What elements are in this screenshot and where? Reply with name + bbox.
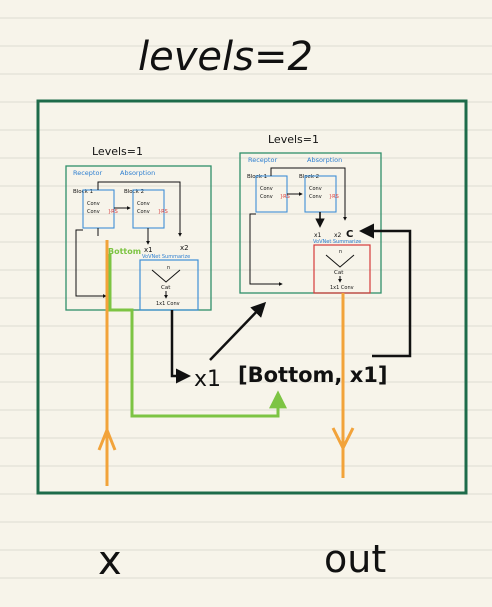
diagram-title: levels=2: [138, 34, 313, 80]
right-x1-label: x1: [314, 232, 322, 239]
left-vsum-sub: n: [167, 265, 170, 271]
left-block2-marker: }RS: [158, 209, 168, 215]
output-arrow-head: [331, 427, 355, 452]
right-module: Levels=1 Receptor Absorption Block 1 Con…: [239, 133, 382, 294]
left-skip-top: [97, 181, 182, 237]
right-block1-marker: }RS: [280, 194, 290, 200]
outer-frame: [36, 99, 468, 495]
right-block2-marker: }RS: [329, 194, 339, 200]
concat-to-c: [359, 223, 412, 358]
right-x2-label: x2: [334, 232, 342, 239]
right-vsum-label: VoVNet Summarize: [313, 239, 361, 245]
left-conv-label: 1x1 Conv: [156, 301, 180, 307]
right-module-box: [239, 152, 382, 294]
right-block1-title: Block 1: [247, 174, 267, 180]
left-absorption-label: Absorption: [120, 169, 155, 177]
left-bottom-label: Bottom: [108, 247, 141, 256]
mid-x1-label: x1: [194, 367, 221, 392]
input-label: x: [98, 538, 122, 584]
concat-label: [Bottom, x1]: [238, 363, 387, 387]
x1-to-right-module: [209, 301, 267, 361]
left-vsum-funnel: [151, 269, 181, 283]
left-block1-line1: Conv: [87, 201, 100, 207]
right-vsum-funnel: [325, 254, 355, 268]
right-block2-line1: Conv: [309, 186, 322, 192]
left-x1-label: x1: [144, 246, 153, 254]
input-arrow-head: [97, 425, 117, 451]
output-label: out: [324, 537, 386, 581]
right-cat-label: Cat: [334, 270, 344, 276]
left-out-to-x1: [170, 310, 191, 384]
bottom-route-line: [108, 254, 287, 418]
right-absorption-label: Absorption: [307, 156, 342, 164]
right-block1-line1: Conv: [260, 186, 273, 192]
left-block1-marker: }RS: [108, 209, 118, 215]
left-vsum-box: [139, 259, 199, 311]
left-receptor-label: Receptor: [73, 169, 102, 177]
left-module-label: Levels=1: [92, 145, 143, 158]
left-block1-line2: Conv: [87, 209, 100, 215]
right-block1-line2: Conv: [260, 194, 273, 200]
left-module-box: [65, 165, 212, 311]
left-module: Levels=1 Receptor Absorption Block 1 Con…: [65, 145, 212, 311]
right-module-label: Levels=1: [268, 133, 319, 146]
right-conv-label: 1x1 Conv: [330, 285, 354, 291]
right-c-label: C: [346, 229, 353, 240]
left-block2-title: Block 2: [124, 189, 144, 195]
right-skip-top: [270, 167, 347, 221]
left-cat-label: Cat: [161, 285, 171, 291]
left-block2-line2: Conv: [137, 209, 150, 215]
right-receptor-label: Receptor: [248, 156, 277, 164]
left-loop: [75, 229, 107, 298]
right-block2-title: Block 2: [299, 174, 319, 180]
left-x2-label: x2: [180, 244, 189, 252]
right-vsum-sub: n: [339, 249, 342, 255]
left-block2-line1: Conv: [137, 201, 150, 207]
right-loop: [249, 213, 283, 286]
right-block2-line2: Conv: [309, 194, 322, 200]
left-vsum-label: VoVNet Summarize: [142, 254, 190, 260]
